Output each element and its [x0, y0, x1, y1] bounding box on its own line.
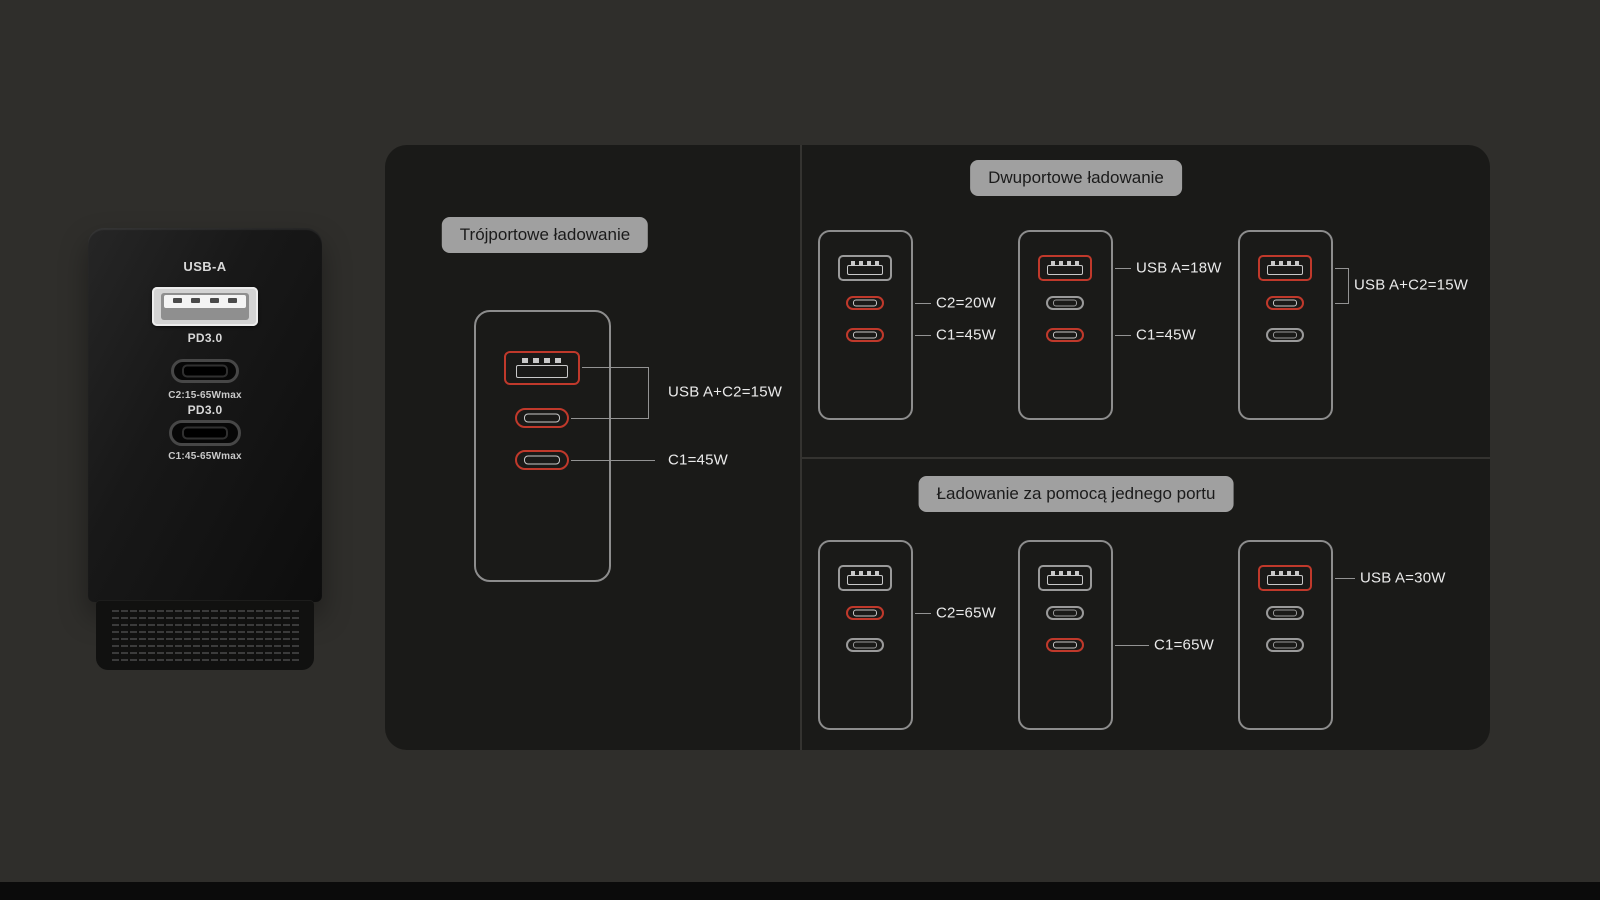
usb-a-pins	[1051, 261, 1079, 265]
usb-a-port-icon	[1258, 565, 1312, 591]
usb-c1-port-icon	[846, 638, 884, 652]
usb-a-slot	[516, 365, 568, 378]
connector-line	[915, 335, 931, 336]
two-port-d1-c1-label: C1=45W	[936, 326, 996, 344]
usb-c2-port-icon	[1266, 296, 1304, 310]
connector-line	[648, 367, 649, 419]
usb-a-slot	[1047, 575, 1083, 585]
usb-c1-port-icon	[515, 450, 569, 470]
usb-a-slot	[1267, 265, 1303, 275]
usb-a-port-icon	[838, 565, 892, 591]
connector-line	[1348, 268, 1349, 304]
single-port-d3-usba-label: USB A=30W	[1360, 569, 1446, 587]
usb-c2-port-icon	[515, 408, 569, 428]
three-port-charger-diagram	[474, 310, 611, 582]
usb-c1-port-icon	[1266, 638, 1304, 652]
usb-a-tongue	[164, 295, 246, 308]
single-port-diagram-3	[1238, 540, 1333, 730]
usb-a-pin	[191, 298, 201, 303]
usb-c2-port-icon	[846, 606, 884, 620]
two-port-diagram-3	[1238, 230, 1333, 420]
connector-line	[915, 613, 931, 614]
two-port-d2-usba-label: USB A=18W	[1136, 259, 1222, 277]
usb-c2-port-icon	[1046, 296, 1084, 310]
usb-a-slot	[847, 575, 883, 585]
connector-line	[571, 460, 655, 461]
photo-usb-c1-port	[169, 420, 241, 446]
three-port-badge: Trójportowe ładowanie	[441, 217, 649, 253]
usb-a-port-icon	[1258, 255, 1312, 281]
photo-c1-spec: C1:45-65Wmax	[168, 451, 242, 462]
connector-line	[1115, 335, 1131, 336]
usb-a-slot	[847, 265, 883, 275]
single-port-d2-c1-label: C1=65W	[1154, 636, 1214, 654]
connector-line	[1335, 578, 1355, 579]
usb-a-pin	[173, 298, 183, 303]
photo-c2-spec: C2:15-65Wmax	[168, 390, 242, 401]
photo-usb-a-port	[152, 287, 258, 326]
two-port-d1-c2-label: C2=20W	[936, 294, 996, 312]
two-port-d3-usba-c2-label: USB A+C2=15W	[1354, 276, 1469, 294]
usb-c2-port-icon	[1266, 606, 1304, 620]
usb-c2-port-icon	[1046, 606, 1084, 620]
usb-c1-port-icon	[1266, 328, 1304, 342]
photo-pd-label-bottom: PD3.0	[187, 403, 223, 417]
usb-a-pins	[522, 358, 562, 363]
photo-usb-c2-port	[171, 359, 239, 383]
horizontal-divider	[802, 457, 1490, 459]
usb-a-port-icon	[1038, 255, 1092, 281]
usb-a-slot	[1047, 265, 1083, 275]
usb-a-pin	[209, 298, 219, 303]
two-port-badge: Dwuportowe ładowanie	[970, 160, 1182, 196]
usb-a-pins	[1051, 571, 1079, 575]
usb-c2-port-icon	[846, 296, 884, 310]
connector-line	[915, 303, 931, 304]
connector-line	[1335, 268, 1348, 269]
connector-line	[1115, 268, 1131, 269]
usb-a-pins	[1271, 571, 1299, 575]
usb-c1-port-icon	[1046, 328, 1084, 342]
charger-base-texture	[96, 600, 314, 670]
connector-line	[1335, 303, 1348, 304]
usb-a-pins	[851, 571, 879, 575]
usb-c1-port-icon	[846, 328, 884, 342]
photo-usba-title: USB-A	[183, 259, 227, 274]
usb-a-slot	[1267, 575, 1303, 585]
single-port-d1-c2-label: C2=65W	[936, 604, 996, 622]
three-port-c1-label: C1=45W	[668, 451, 728, 469]
three-port-usba-c2-label: USB A+C2=15W	[668, 383, 783, 401]
usb-c1-port-icon	[1046, 638, 1084, 652]
single-port-diagram-1	[818, 540, 913, 730]
usb-a-port-icon	[838, 255, 892, 281]
two-port-diagram-2	[1018, 230, 1113, 420]
usb-a-pin	[227, 298, 237, 303]
usb-a-port-icon	[1038, 565, 1092, 591]
single-port-badge: Ładowanie za pomocą jednego portu	[918, 476, 1234, 512]
usb-a-socket	[161, 293, 249, 320]
connector-line	[571, 418, 648, 419]
photo-pd-label-top: PD3.0	[187, 331, 223, 345]
single-port-diagram-2	[1018, 540, 1113, 730]
connector-line	[582, 367, 648, 368]
usb-a-port-icon	[504, 351, 580, 385]
two-port-diagram-1	[818, 230, 913, 420]
connector-line	[1115, 645, 1149, 646]
usb-a-pins	[851, 261, 879, 265]
bottom-bar	[0, 882, 1600, 900]
usb-a-pins	[1271, 261, 1299, 265]
vertical-divider	[800, 145, 802, 750]
two-port-d2-c1-label: C1=45W	[1136, 326, 1196, 344]
